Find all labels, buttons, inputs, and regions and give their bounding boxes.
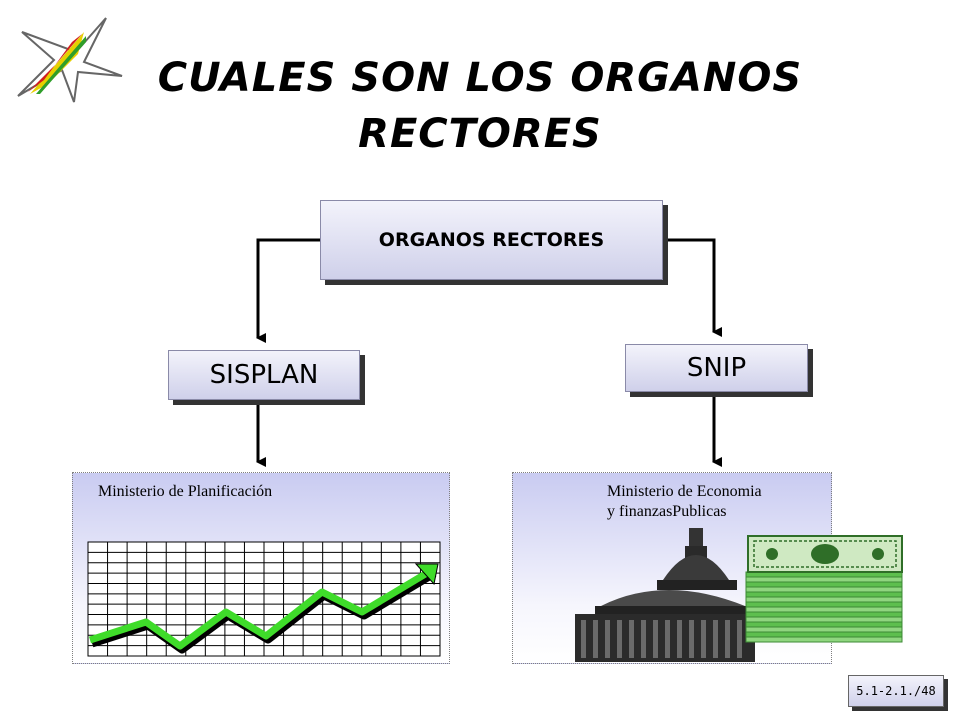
economy-panel-label-line1: Ministerio de Economia <box>607 483 762 500</box>
sisplan-box-label: SISPLAN <box>209 360 319 390</box>
root-box: ORGANOS RECTORES <box>320 200 663 280</box>
sisplan-box: SISPLAN <box>168 350 360 400</box>
trend-line <box>88 566 434 650</box>
snip-box: SNIP <box>625 344 808 392</box>
capitol-building-icon <box>575 528 755 662</box>
page-title: CUALES SON LOS ORGANOS RECTORES <box>157 55 803 157</box>
slide-number-text: 5.1-2.1./48 <box>856 684 936 698</box>
planning-panel-label: Ministerio de Planificación <box>98 483 273 500</box>
money-stack-icon <box>745 535 903 643</box>
connector-root-left <box>256 238 320 343</box>
grid-chart-icon <box>87 541 441 657</box>
economy-panel-label-line2: y finanzasPublicas <box>607 503 727 520</box>
connector-root-right <box>663 238 722 337</box>
star-logo-icon <box>17 17 123 103</box>
snip-box-label: SNIP <box>686 353 747 383</box>
trend-arrowhead <box>414 563 439 586</box>
slide-number-badge: 5.1-2.1./48 <box>848 675 944 707</box>
root-box-label: ORGANOS RECTORES <box>378 229 605 251</box>
